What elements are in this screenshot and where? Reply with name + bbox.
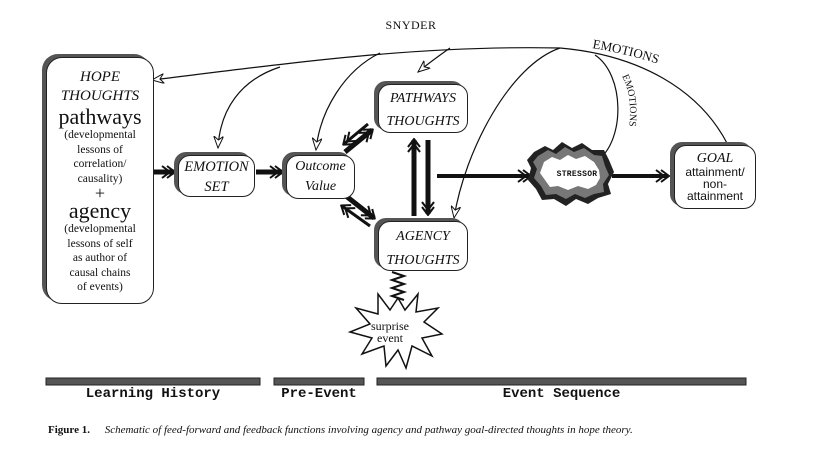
feedback-to-emotion-set <box>218 66 281 148</box>
feedback-to-outcome-value <box>316 52 381 150</box>
agency-desc-2: lessons of self <box>67 237 133 250</box>
hope-thoughts-box: HOPE THOUGHTS pathways (developmental le… <box>46 57 154 304</box>
pathways-thoughts-box: PATHWAYS THOUGHTS <box>378 84 468 133</box>
timeline-bar-pre-event <box>273 377 365 386</box>
arrow-pathways-to-outcome <box>344 122 369 144</box>
pathways-thoughts-line2: THOUGHTS <box>386 114 460 129</box>
outcome-value-box: Outcome Value <box>286 155 355 199</box>
phase-label-event-sequence: Event Sequence <box>502 386 621 402</box>
emotion-set-line2: SET <box>204 179 229 195</box>
agency-desc-1: (developmental <box>64 223 136 235</box>
feedback-to-pathways <box>418 47 451 72</box>
caption-text: Schematic of feed-forward and feedback f… <box>104 424 633 436</box>
pathways-desc-2: lessons of <box>77 143 123 156</box>
pathways-desc-4: causality) <box>77 172 123 185</box>
timeline-bar-learning-history <box>45 377 261 386</box>
agency-desc-3: as author of <box>72 252 128 264</box>
emotions-label-inner: EMOTIONS <box>619 73 638 127</box>
arrow-outcome-to-agency <box>344 194 374 220</box>
surprise-starburst <box>347 291 444 371</box>
agency-desc-4: causal chains <box>69 266 131 279</box>
goal-line1: attainment/ <box>685 165 745 179</box>
running-head: SNYDER <box>385 18 437 32</box>
plus-sign: + <box>94 183 106 203</box>
agency-desc-5: of events) <box>77 281 123 293</box>
emotion-set-box: EMOTION SET <box>178 155 255 197</box>
goal-title: GOAL <box>696 151 734 166</box>
phase-label-pre-event: Pre-Event <box>281 386 357 402</box>
emotion-set-line1: EMOTION <box>184 159 249 175</box>
surprise-spring <box>388 271 408 301</box>
agency-thoughts-box: AGENCY THOUGHTS <box>378 221 468 271</box>
outcome-value-line1: Outcome <box>295 159 346 174</box>
figure-label: Figure 1. <box>48 424 90 436</box>
feedback-to-hope-thoughts <box>152 47 561 80</box>
surprise-line1: surprise <box>371 319 409 333</box>
emotions-arc-outer <box>559 47 729 146</box>
timeline-bars <box>45 377 747 386</box>
goal-line3: attainment <box>686 189 744 203</box>
pathways-desc-1: (developmental <box>64 129 136 141</box>
surprise-event-label: surprise event <box>360 320 420 344</box>
arrow-outcome-to-pathways <box>343 128 372 154</box>
agency-thoughts-line1: AGENCY <box>396 229 450 244</box>
arrow-agency-to-outcome <box>342 206 371 228</box>
figure-caption: Figure 1. Schematic of feed-forward and … <box>48 424 633 436</box>
pathways-label: pathways <box>58 104 142 129</box>
goal-line2: non- <box>702 177 728 191</box>
flow-arrows <box>152 122 668 228</box>
surprise-line2: event <box>377 331 403 345</box>
pathways-thoughts-line1: PATHWAYS <box>390 91 456 106</box>
stressor-shape <box>527 142 614 206</box>
hope-title-line1: HOPE <box>80 69 120 85</box>
outcome-value-line2: Value <box>304 179 337 194</box>
agency-label: agency <box>68 198 132 223</box>
pathways-desc-3: correlation/ <box>73 158 127 170</box>
agency-thoughts-line2: THOUGHTS <box>386 253 460 268</box>
stressor-label: STRESSOR <box>556 170 598 179</box>
hope-title-line2: THOUGHTS <box>60 88 140 104</box>
phase-label-learning-history: Learning History <box>85 386 221 402</box>
emotions-arc-inner <box>594 54 619 161</box>
feedback-to-agency <box>454 47 561 218</box>
feedback-arcs <box>152 47 729 218</box>
timeline-bar-event-sequence <box>376 377 747 386</box>
goal-box: GOAL attainment/ non- attainment <box>674 145 756 209</box>
